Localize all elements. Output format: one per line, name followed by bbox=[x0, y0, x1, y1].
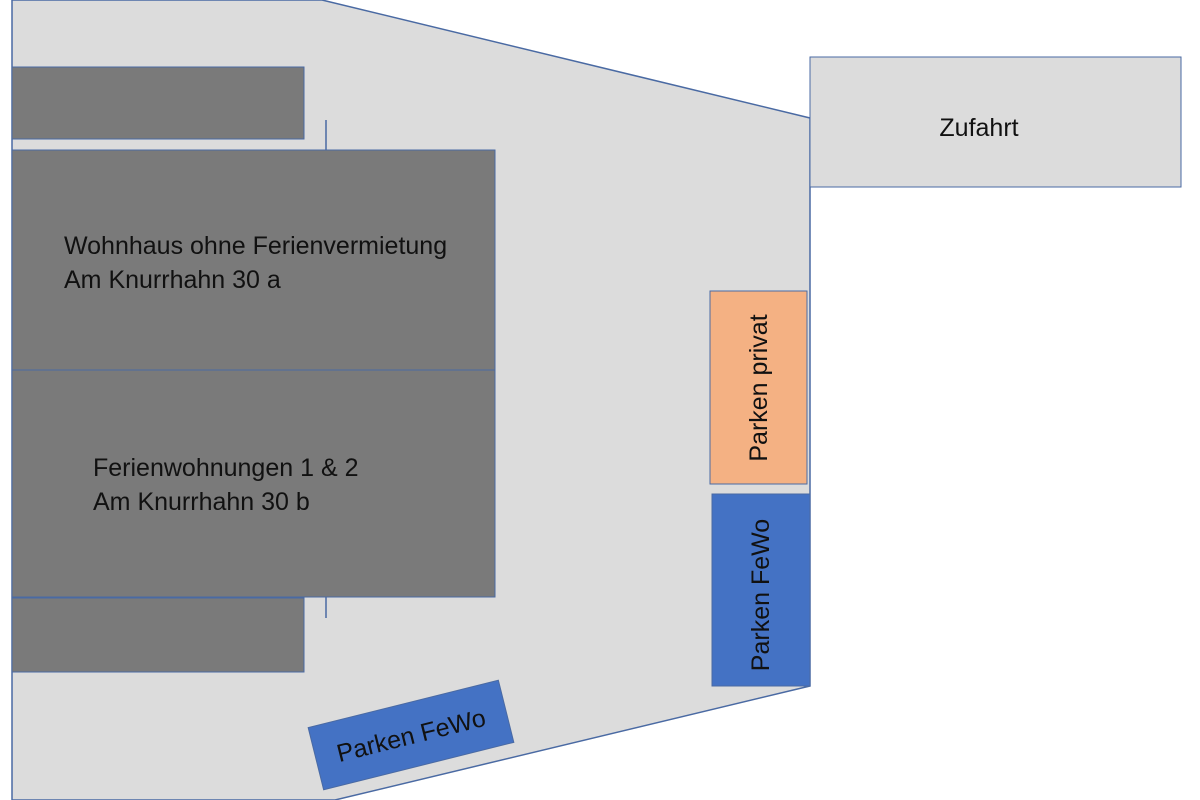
parking-fewo-side-label: Parken FeWo bbox=[747, 519, 775, 671]
holiday-apartments bbox=[11, 369, 496, 598]
annex-bottom bbox=[11, 597, 305, 673]
house-main-address: Am Knurrhahn 30 a bbox=[64, 266, 281, 294]
access-road bbox=[809, 56, 1182, 188]
parking-fewo-side bbox=[711, 493, 811, 687]
house-main-name: Wohnhaus ohne Ferienvermietung bbox=[64, 232, 447, 260]
holiday-apartments-address: Am Knurrhahn 30 b bbox=[93, 488, 310, 516]
parking-fewo-bottom bbox=[307, 679, 515, 791]
access-road-label: Zufahrt bbox=[939, 114, 1018, 142]
parking-private bbox=[709, 290, 808, 485]
holiday-apartments-name: Ferienwohnungen 1 & 2 bbox=[93, 454, 358, 482]
annex-top bbox=[11, 66, 305, 140]
parking-private-label: Parken privat bbox=[745, 314, 773, 461]
house-main bbox=[11, 149, 496, 371]
